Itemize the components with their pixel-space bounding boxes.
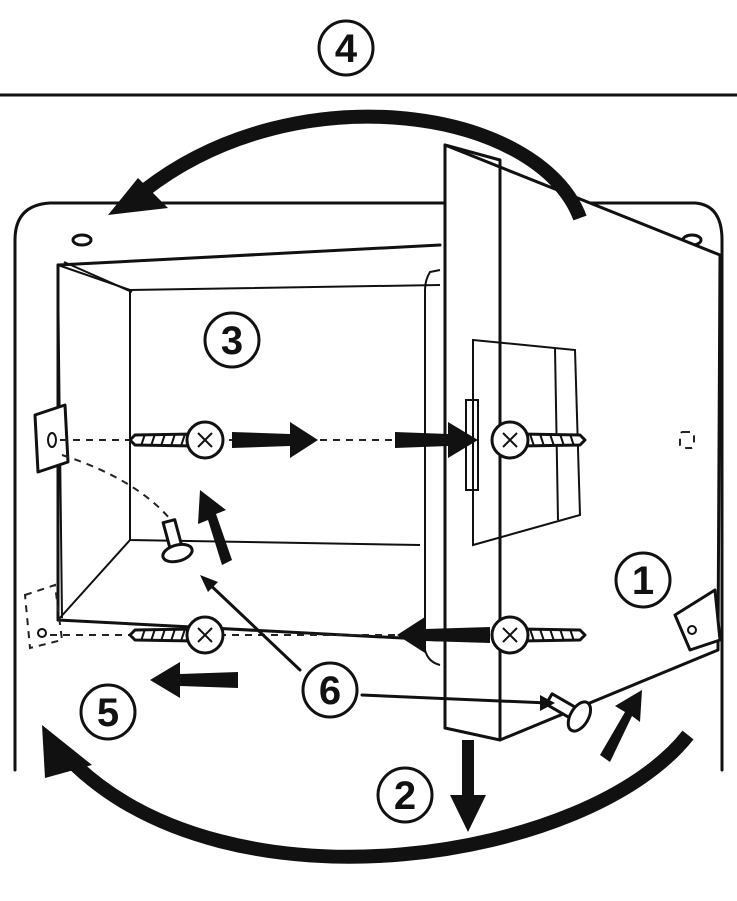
step-label-6: 6	[319, 669, 341, 713]
step-badge-1: 1	[614, 551, 672, 609]
screw-lower-left	[128, 615, 225, 655]
step-badge-4: 4	[317, 19, 375, 77]
curved-arrow-bottom	[42, 725, 694, 864]
arrow-step5	[150, 662, 238, 698]
step-badge-2: 2	[376, 766, 434, 824]
hinge-pin-right	[544, 692, 593, 733]
step-label-4: 4	[335, 27, 358, 71]
arrow-left-pin-up	[198, 490, 232, 565]
screw-upper-left	[128, 420, 225, 460]
screw-upper-right	[490, 420, 587, 460]
step-badge-3: 3	[203, 311, 261, 369]
hinge-pin-left	[161, 518, 194, 564]
arrow-lower-screw-out	[397, 617, 490, 653]
step-badge-6: 6	[301, 661, 359, 719]
right-hinge-bracket	[673, 588, 722, 652]
step-label-1: 1	[632, 559, 654, 603]
arrow-step2-down	[450, 740, 486, 832]
hidden-pin-hole	[679, 431, 695, 449]
curved-arrow-step4	[108, 109, 587, 221]
arrow-right-pin-up	[600, 690, 642, 762]
left-lower-hinge-dashed	[23, 583, 64, 650]
leader-step6-left	[203, 578, 302, 672]
step-badge-5: 5	[79, 683, 137, 741]
screw-lower-right	[490, 615, 587, 655]
leader-step6-right	[360, 693, 550, 705]
left-pin-guide	[61, 454, 176, 526]
cabinet-body	[13, 201, 724, 772]
arrow-upper-screw-in	[395, 422, 478, 458]
step-label-2: 2	[394, 774, 416, 818]
top-left-pin	[71, 233, 93, 247]
interior-compartment	[56, 243, 442, 642]
step-label-3: 3	[221, 319, 243, 363]
step-label-5: 5	[97, 691, 119, 735]
arrow-upper-screw-out	[232, 422, 318, 458]
left-upper-hinge-bracket	[33, 403, 70, 474]
